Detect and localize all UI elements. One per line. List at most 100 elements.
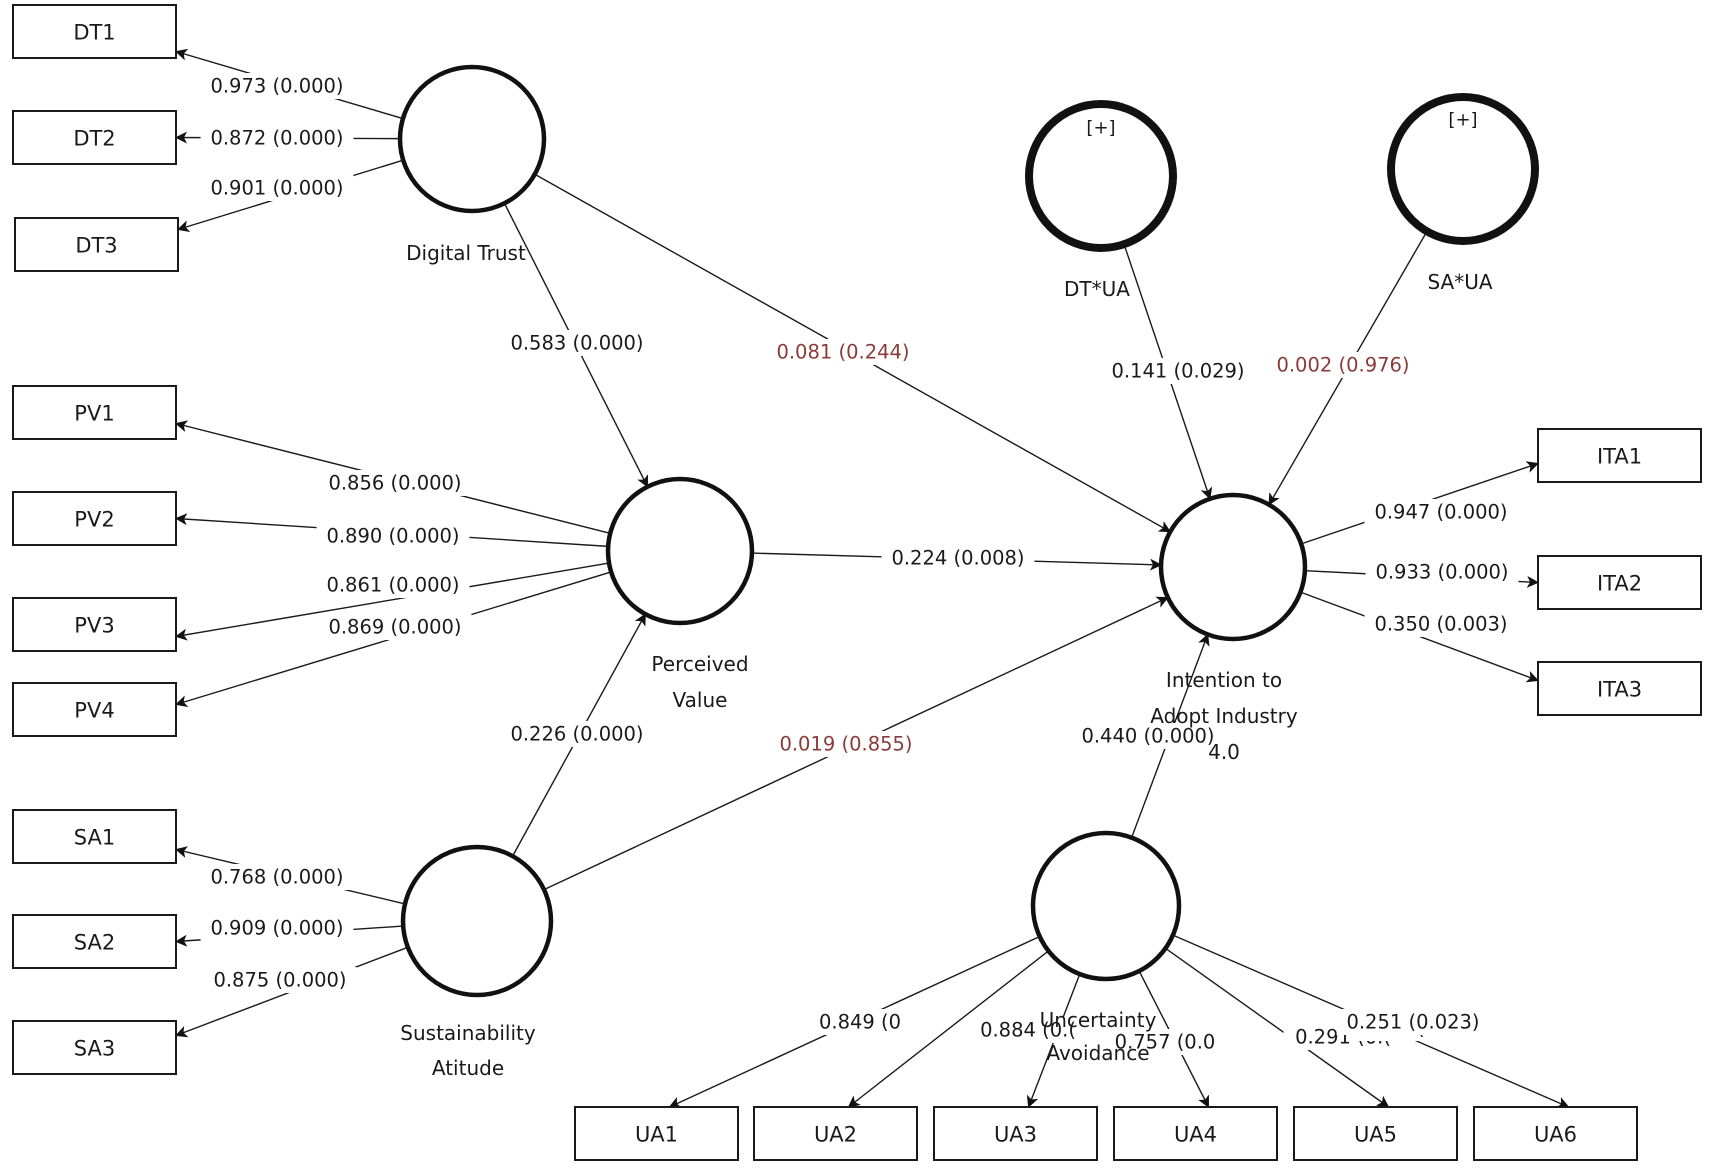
loading-label-dt2: 0.872 (0.000) (210, 127, 343, 150)
construct-circle[interactable] (1030, 830, 1182, 982)
indicator-box[interactable] (1537, 428, 1702, 483)
loading-label-bg (203, 967, 357, 993)
loading-label-bg (200, 175, 354, 201)
indicator-box[interactable] (1293, 1106, 1458, 1161)
loading-label-ita3: 0.350 (0.003) (1374, 613, 1507, 636)
indicator-ua6[interactable]: UA6 (1473, 1106, 1638, 1161)
path-label-dt-ita: 0.081 (0.244) (776, 341, 909, 364)
construct-pv[interactable] (605, 476, 755, 626)
indicator-name: UA5 (1354, 1123, 1397, 1147)
loading-label-bg (200, 73, 354, 99)
indicator-ita3[interactable]: ITA3 (1537, 661, 1702, 716)
indicator-ua4[interactable]: UA4 (1113, 1106, 1278, 1161)
construct-ita[interactable] (1158, 492, 1308, 642)
expand-icon[interactable]: [+] (1448, 110, 1477, 131)
loading-label-bg (316, 572, 470, 598)
indicator-name: PV4 (74, 699, 114, 723)
indicator-ua2[interactable]: UA2 (753, 1106, 918, 1161)
path-label-dtxua-ita: 0.141 (0.029) (1111, 360, 1244, 383)
path-label-bg (769, 731, 923, 757)
indicator-box[interactable] (14, 217, 179, 272)
expand-icon[interactable]: [+] (1086, 118, 1115, 139)
indicator-pv2[interactable]: PV2 (12, 491, 177, 546)
indicator-name: ITA1 (1597, 445, 1642, 469)
loading-label-ita2: 0.933 (0.000) (1375, 561, 1508, 584)
indicator-name: DT2 (73, 127, 115, 151)
indicator-ua1[interactable]: UA1 (574, 1106, 739, 1161)
indicator-sa2[interactable]: SA2 (12, 914, 177, 969)
indicator-ita1[interactable]: ITA1 (1537, 428, 1702, 483)
loading-label-bg (200, 864, 354, 890)
loading-label-bg (316, 523, 470, 549)
indicator-ita2[interactable]: ITA2 (1537, 555, 1702, 610)
indicator-sa1[interactable]: SA1 (12, 809, 177, 864)
indicator-box[interactable] (12, 914, 177, 969)
indicator-box[interactable] (1537, 555, 1702, 610)
indicator-box[interactable] (753, 1106, 918, 1161)
indicator-box[interactable] (12, 385, 177, 440)
indicator-pv3[interactable]: PV3 (12, 597, 177, 652)
construct-ua[interactable] (1030, 830, 1182, 982)
indicator-box[interactable] (12, 4, 177, 59)
loading-arrow-ua2 (847, 950, 1049, 1108)
indicator-dt3[interactable]: DT3 (14, 217, 179, 272)
construct-circle[interactable] (400, 844, 554, 998)
loading-label-ua6: 0.251 (0.023) (1346, 1011, 1479, 1034)
indicator-name: SA1 (74, 826, 115, 850)
loading-label-bg (200, 125, 354, 151)
indicator-name: UA4 (1174, 1123, 1217, 1147)
loading-label-sa2: 0.909 (0.000) (210, 917, 343, 940)
indicator-box[interactable] (574, 1106, 739, 1161)
construct-circle[interactable] (397, 64, 547, 214)
indicator-pv4[interactable]: PV4 (12, 682, 177, 737)
path-label-bg (500, 721, 654, 747)
construct-dtxua[interactable]: [+] (1025, 100, 1177, 252)
indicator-pv1[interactable]: PV1 (12, 385, 177, 440)
indicator-box[interactable] (1537, 661, 1702, 716)
loading-label-bg (1105, 1029, 1225, 1055)
loading-label-ita1: 0.947 (0.000) (1374, 501, 1507, 524)
indicator-ua3[interactable]: UA3 (933, 1106, 1098, 1161)
loading-label-ua1: 0.849 (0 (819, 1011, 901, 1034)
construct-sa[interactable] (400, 844, 554, 998)
loading-label-bg (1364, 499, 1518, 525)
path-label-ua-ita: 0.440 (0.000) (1081, 725, 1214, 748)
construct-circle[interactable] (605, 476, 755, 626)
path-label-sa-ita: 0.019 (0.855) (779, 733, 912, 756)
indicator-box[interactable] (12, 597, 177, 652)
loading-arrow-pv3 (175, 562, 610, 641)
indicator-box[interactable] (1473, 1106, 1638, 1161)
path-label-saxua-ita: 0.002 (0.976) (1276, 354, 1409, 377)
construct-name: Sustainability (400, 1021, 536, 1045)
construct-circle[interactable] (1025, 100, 1177, 252)
indicator-ua5[interactable]: UA5 (1293, 1106, 1458, 1161)
loading-label-sa1: 0.768 (0.000) (210, 866, 343, 889)
indicator-box[interactable] (12, 682, 177, 737)
indicator-sa3[interactable]: SA3 (12, 1020, 177, 1075)
indicator-box[interactable] (1113, 1106, 1278, 1161)
construct-circle[interactable] (1387, 93, 1539, 245)
indicator-box[interactable] (933, 1106, 1098, 1161)
loading-label-ua3: 0.757 (0.0 (1115, 1031, 1216, 1054)
loading-label-pv1: 0.856 (0.000) (328, 472, 461, 495)
construct-saxua[interactable]: [+] (1387, 93, 1539, 245)
indicator-box[interactable] (12, 491, 177, 546)
path-label-bg (766, 339, 920, 365)
indicator-box[interactable] (12, 809, 177, 864)
construct-dt[interactable] (397, 64, 547, 214)
indicator-box[interactable] (12, 1020, 177, 1075)
construct-name: DT*UA (1064, 277, 1130, 301)
indicator-name: UA3 (994, 1123, 1037, 1147)
loading-label-dt1: 0.973 (0.000) (210, 75, 343, 98)
construct-name: Intention to (1166, 668, 1282, 692)
construct-name: Atitude (432, 1056, 504, 1080)
indicator-box[interactable] (12, 110, 177, 165)
construct-circle[interactable] (1158, 492, 1308, 642)
construct-name: SA*UA (1427, 270, 1492, 294)
construct-name: Digital Trust (406, 241, 526, 265)
loading-arrow-ua5 (1165, 947, 1390, 1108)
indicator-dt1[interactable]: DT1 (12, 4, 177, 59)
indicator-dt2[interactable]: DT2 (12, 110, 177, 165)
